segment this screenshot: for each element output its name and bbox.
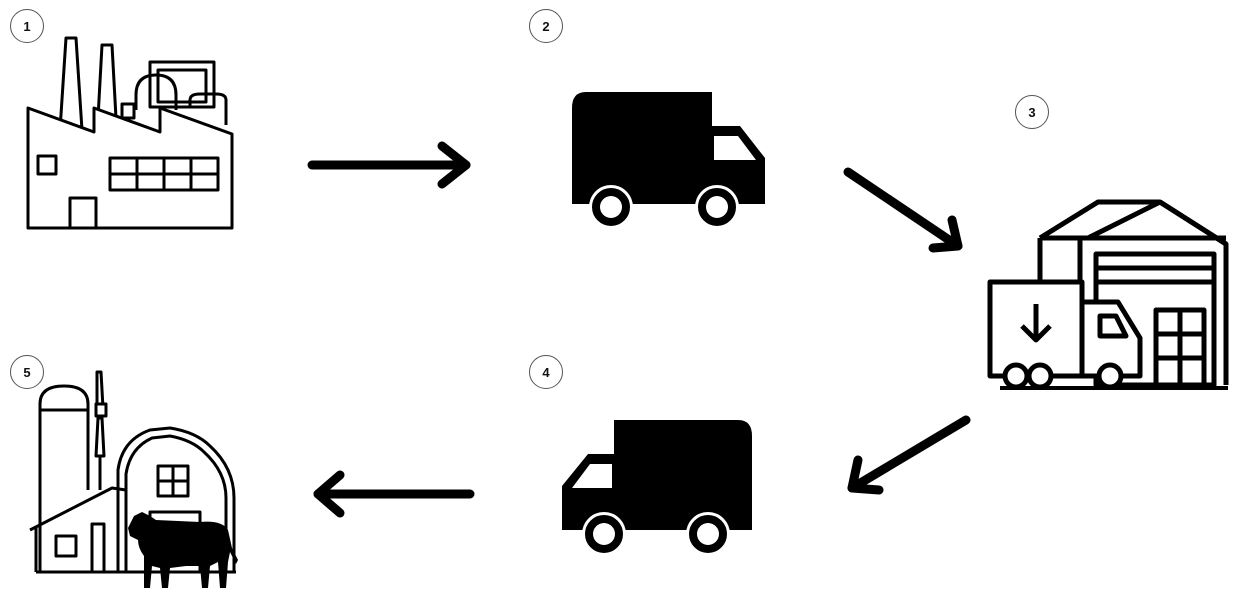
farm-icon [29,370,236,574]
truck-icon [572,92,765,229]
warehouse-unloading-icon [987,199,1229,390]
truck-icon [562,420,752,556]
arrow-down-right-icon [843,167,963,253]
factory-icon [26,36,234,230]
step-2-badge: 2 [529,9,563,43]
step-3-badge: 3 [1015,95,1049,129]
cow-icon [128,512,238,588]
step-1-badge: 1 [10,9,44,43]
step-4-badge: 4 [529,355,563,389]
arrow-right-icon [307,141,471,189]
arrow-down-left-icon [847,415,971,495]
arrow-left-icon [313,470,475,518]
step-5-badge: 5 [10,355,44,389]
